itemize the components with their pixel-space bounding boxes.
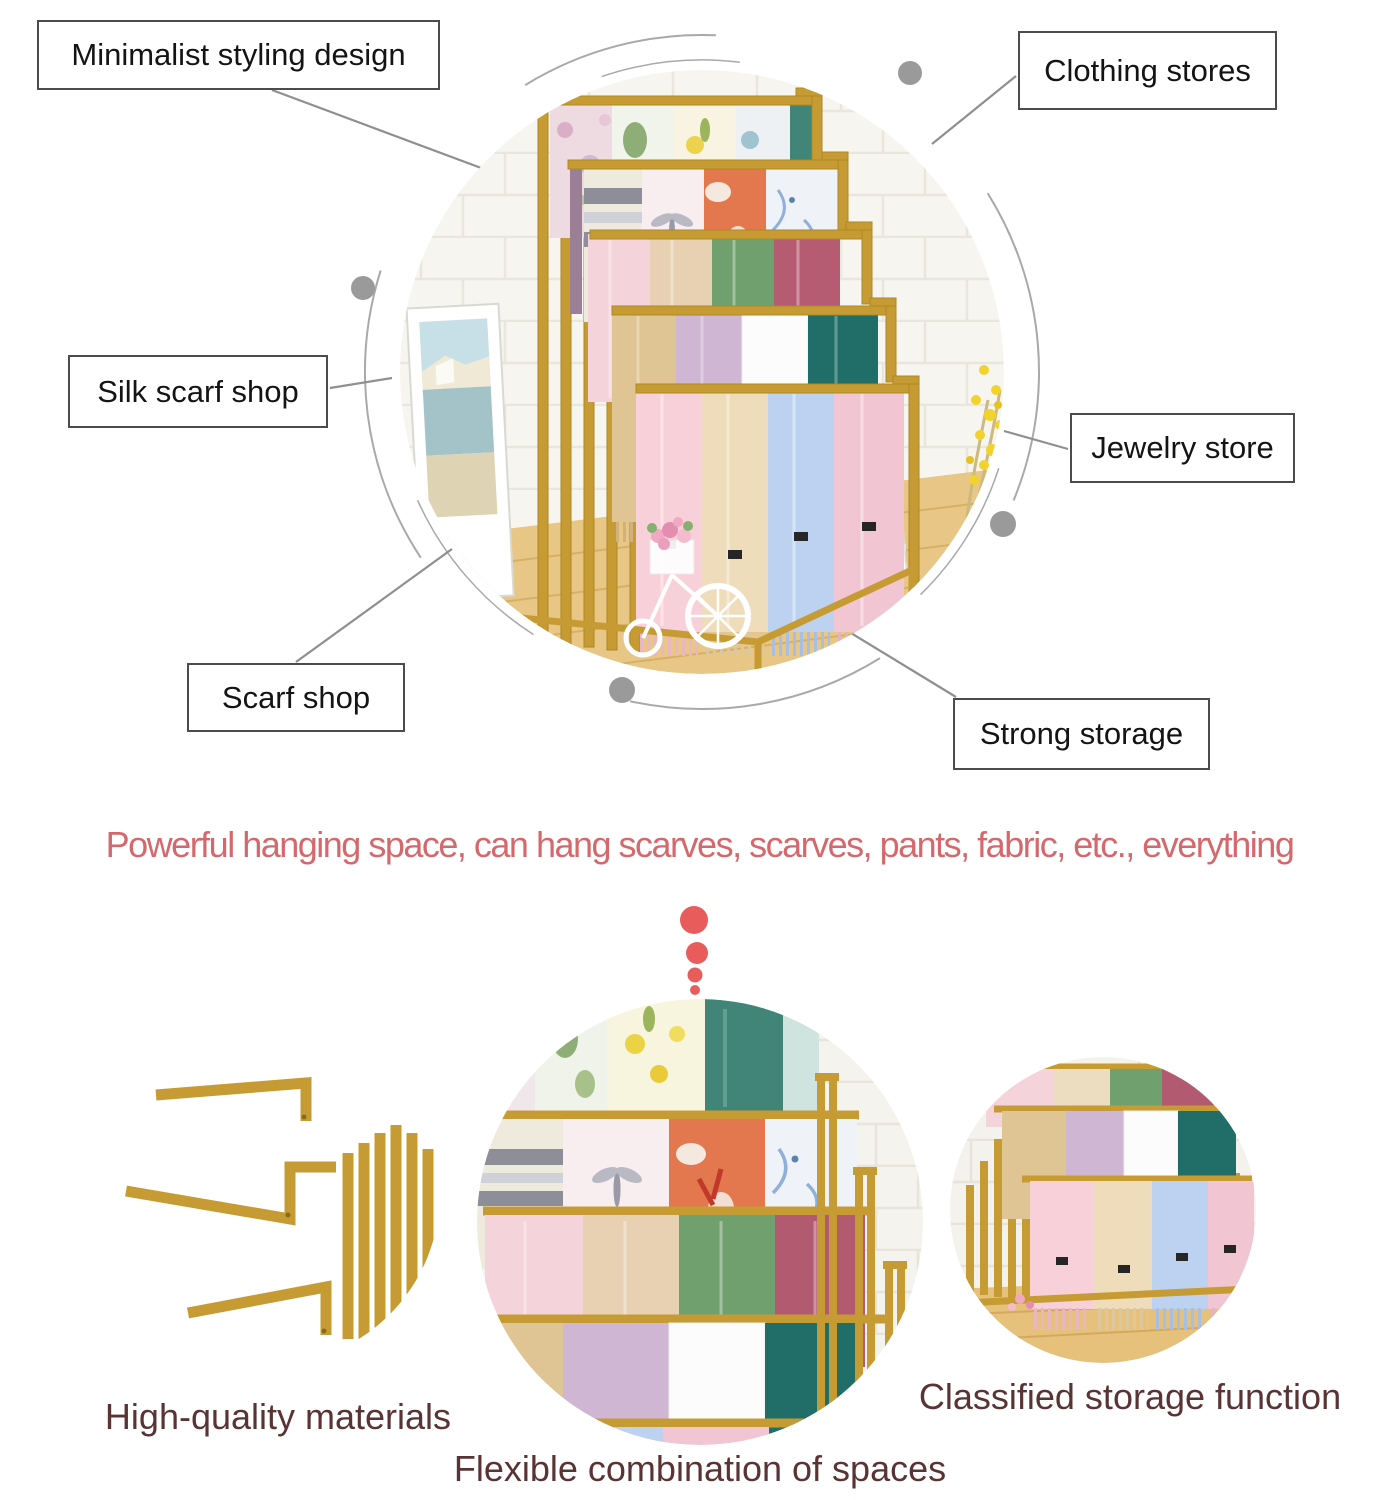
pink-flowers	[1008, 1294, 1034, 1311]
rack-closeup-photo	[477, 999, 923, 1445]
base-rail	[963, 1285, 1249, 1307]
feature-classified-storage-function: Classified storage function	[918, 1376, 1342, 1417]
bar-joint-dots	[285, 1114, 327, 1334]
callout-label: Jewelry store	[1091, 430, 1274, 465]
storage-closeup-photo	[950, 1057, 1256, 1363]
scarf-row-top-printed	[477, 999, 819, 1117]
feature-high-quality-materials: High-quality materials	[104, 1396, 452, 1437]
callout-label: Strong storage	[979, 716, 1184, 751]
arc-end-dots	[351, 61, 1016, 703]
cart-flowers	[647, 517, 693, 550]
main-product-photo	[400, 70, 1004, 674]
callout-clothing-stores: Clothing stores	[1018, 31, 1277, 110]
connector-lines	[271, 75, 1069, 698]
callout-label: Clothing stores	[1044, 52, 1251, 88]
callout-label: Scarf shop	[221, 679, 371, 715]
inner-arc	[389, 59, 1015, 685]
callout-scarf-shop: Scarf shop	[187, 663, 405, 732]
decorative-cart	[623, 517, 751, 658]
rack-bar-4	[611, 297, 897, 383]
callout-jewelry-store: Jewelry store	[1070, 413, 1295, 483]
outer-arc	[364, 34, 1040, 710]
callout-minimalist-styling-design: Minimalist styling design	[37, 20, 440, 90]
callout-strong-storage: Strong storage	[953, 698, 1210, 770]
scarf-row-3-front	[1030, 1181, 1254, 1330]
headline-text: Powerful hanging space, can hang scarves…	[105, 824, 1295, 865]
feature-flexible-combination: Flexible combination of spaces	[453, 1448, 947, 1489]
frame-detail-photo	[96, 1021, 440, 1365]
callout-connector-decoration	[271, 34, 1069, 710]
callout-label: Minimalist styling design	[71, 37, 406, 72]
red-dots-decoration	[680, 906, 708, 995]
callout-label: Silk scarf shop	[97, 373, 299, 409]
rack-bar-2	[567, 151, 849, 231]
callout-silk-scarf-shop: Silk scarf shop	[68, 355, 328, 428]
scarf-row-5-front	[636, 388, 904, 656]
rack-bar-3	[589, 221, 873, 305]
